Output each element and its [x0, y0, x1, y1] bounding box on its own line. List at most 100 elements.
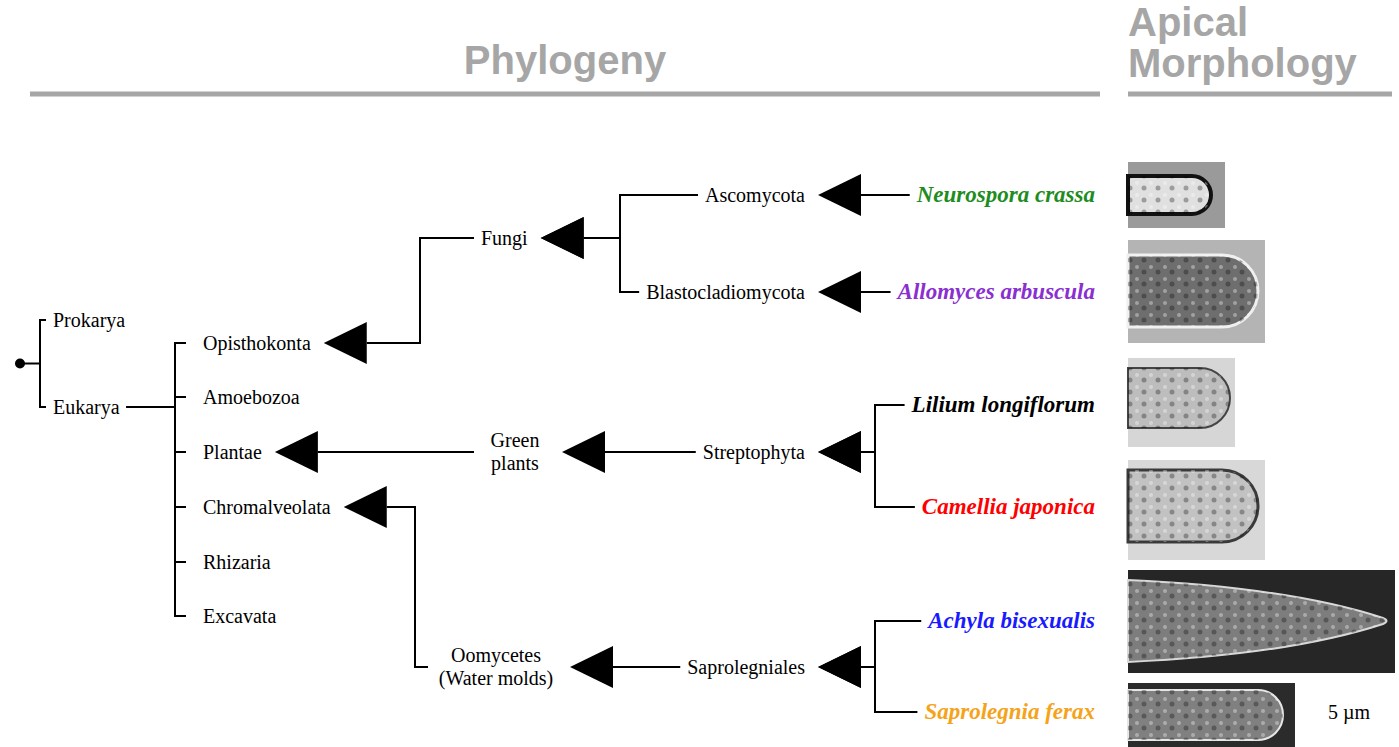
arrowhead — [562, 431, 605, 473]
node-text: Ascomycota — [705, 184, 805, 207]
connector-line — [40, 320, 46, 407]
cytoplasm-texture — [1128, 690, 1283, 740]
taxon-label: Fungi — [478, 227, 531, 250]
node-text: Lilium longiflorum — [912, 392, 1095, 418]
tree-branch — [127, 397, 186, 407]
tree-branch — [127, 407, 186, 452]
species-name: Saprolegnia ferax — [921, 699, 1098, 725]
hyphal-tip — [1128, 690, 1283, 740]
cytoplasm-texture — [1128, 580, 1387, 662]
node-text: Blastocladiomycota — [646, 281, 805, 304]
arrowhead — [541, 217, 584, 259]
node-text: Saprolegniales — [687, 656, 805, 679]
arrowhead — [541, 217, 584, 259]
node-text: Oomycetes (Water molds) — [435, 644, 557, 690]
micrograph — [1128, 683, 1295, 747]
arrow-connector — [818, 271, 891, 313]
arrowhead — [570, 646, 613, 688]
connector-line — [584, 238, 639, 292]
micrograph-ground — [1128, 570, 1395, 673]
node-text: Saprolegnia ferax — [924, 699, 1095, 725]
arrow-connector — [818, 174, 910, 216]
tree-branch — [127, 407, 186, 507]
taxon-label: Oomycetes (Water molds) — [432, 644, 560, 690]
node-text: Allomyces arbuscula — [898, 279, 1095, 305]
connector-line — [861, 621, 921, 667]
micrograph — [1128, 570, 1395, 673]
connector-line — [861, 291, 891, 293]
taxon-label: Opisthokonta — [200, 332, 314, 355]
arrowhead — [818, 646, 861, 688]
connector-line — [127, 407, 186, 452]
node-text: Camellia japonica — [922, 494, 1095, 520]
header-rule — [1128, 92, 1392, 97]
connector-line — [127, 343, 186, 407]
arrowhead — [818, 271, 861, 313]
arrow-connector — [324, 238, 474, 364]
arrow-connector — [818, 621, 921, 688]
connector-line — [127, 407, 186, 562]
arrow-connector — [562, 431, 696, 473]
arrowhead — [275, 431, 318, 473]
micrograph — [1128, 460, 1265, 560]
cytoplasm-texture — [1128, 368, 1230, 428]
hyphal-tip — [1128, 580, 1387, 662]
tree-branch — [127, 343, 186, 407]
taxon-label: Prokarya — [50, 309, 128, 332]
taxon-label: Streptophyta — [700, 441, 808, 464]
node-text: Chromalveolata — [203, 496, 331, 519]
section-heading: Apical Morphology — [1128, 2, 1396, 84]
species-name: Neurospora crassa — [914, 182, 1098, 208]
micrograph-ground — [1128, 162, 1225, 228]
taxon-label: Excavata — [200, 605, 279, 628]
connector-line — [613, 666, 680, 668]
arrowhead — [818, 646, 861, 688]
label-text: Phylogeny — [464, 38, 666, 82]
cytoplasm-texture — [1128, 176, 1211, 214]
species-name: Allomyces arbuscula — [895, 279, 1098, 305]
tree-branch — [127, 407, 186, 562]
hyphal-tip — [1128, 176, 1211, 214]
tree-branch — [40, 320, 46, 407]
taxon-label: Chromalveolata — [200, 496, 334, 519]
connector-line — [387, 507, 428, 667]
node-text: Amoebozoa — [203, 386, 300, 409]
taxon-label: Rhizaria — [200, 551, 274, 574]
arrow-connector — [541, 217, 639, 292]
hyphal-tip — [1128, 255, 1258, 327]
node-text: Eukarya — [53, 396, 120, 419]
taxon-label: Saprolegniales — [684, 656, 808, 679]
connector-line — [861, 667, 917, 712]
pollen-tube-tip — [1128, 368, 1230, 428]
connector-line — [861, 405, 905, 452]
label-text: Apical Morphology — [1128, 0, 1357, 85]
connector-line — [861, 194, 910, 196]
taxon-label: Amoebozoa — [200, 386, 303, 409]
pollen-tube-tip — [1128, 470, 1258, 542]
connector-line — [861, 452, 915, 507]
arrowhead — [344, 486, 387, 528]
node-text: Rhizaria — [203, 551, 271, 574]
species-name: Lilium longiflorum — [909, 392, 1098, 418]
arrow-connector — [818, 431, 915, 507]
section-heading: Phylogeny — [30, 38, 1100, 82]
taxon-label: Eukarya — [50, 396, 123, 419]
arrow-connector — [570, 646, 680, 688]
arrowhead — [818, 174, 861, 216]
micrograph-ground — [1128, 460, 1265, 560]
node-text: Opisthokonta — [203, 332, 311, 355]
connector-line — [584, 195, 698, 238]
connector-line — [318, 451, 474, 453]
taxon-label: Ascomycota — [702, 184, 808, 207]
arrow-connector — [818, 405, 905, 473]
species-name: Camellia japonica — [919, 494, 1098, 520]
header-rule — [30, 92, 1100, 97]
node-text: Prokarya — [53, 309, 125, 332]
arrowhead — [324, 322, 367, 364]
node-text: Green plants — [481, 429, 549, 475]
node-text: Fungi — [481, 227, 528, 250]
root-stub — [20, 363, 40, 365]
